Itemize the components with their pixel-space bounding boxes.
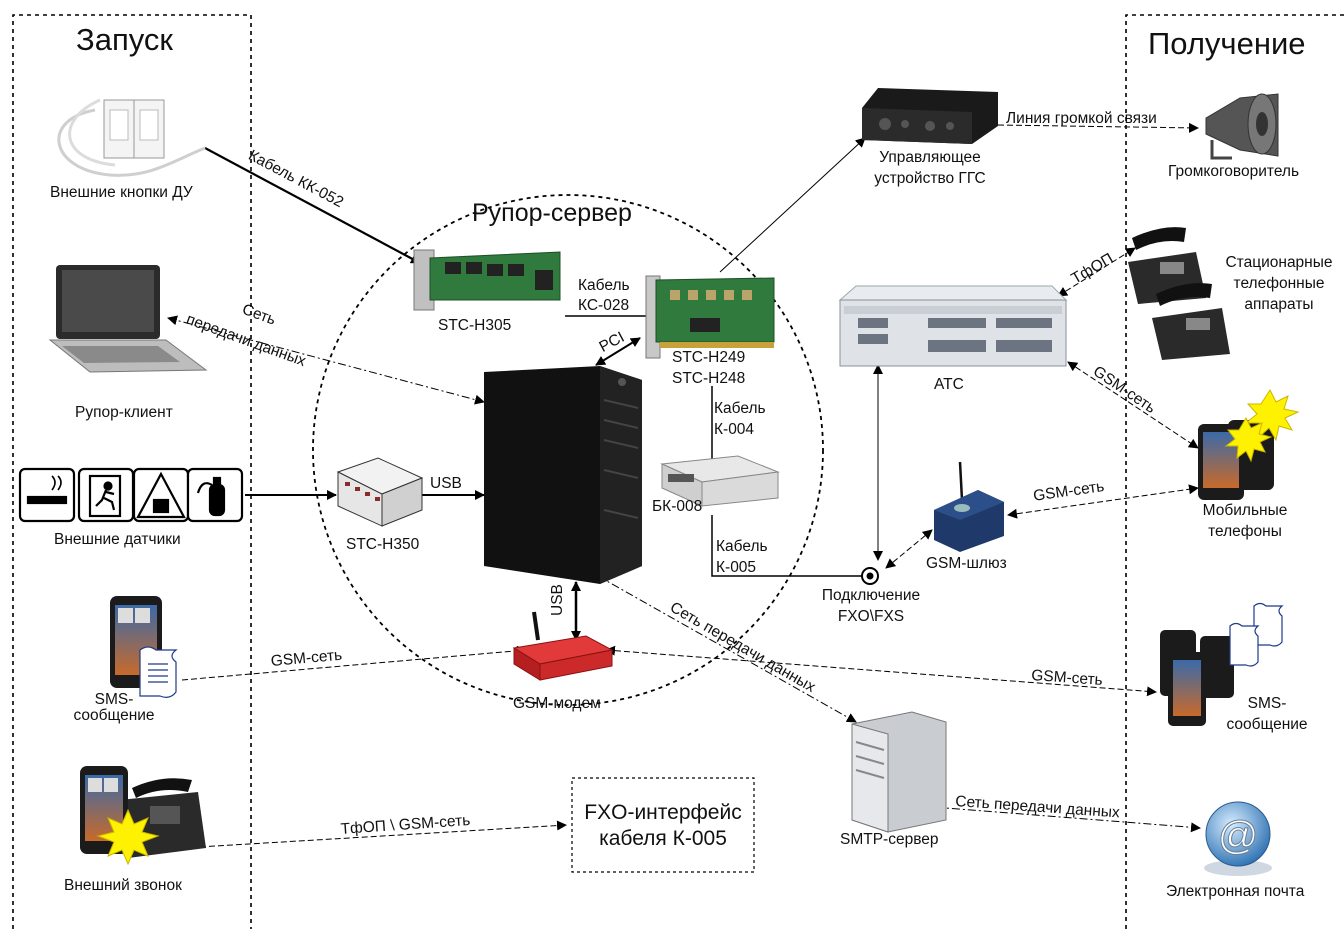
kc028-label-line2: КС-028 bbox=[578, 297, 630, 314]
mobile-label-line1: Мобильные bbox=[1202, 502, 1288, 519]
gsm-modem-icon bbox=[512, 611, 614, 681]
stationary-label-line1: Стационарные bbox=[1225, 254, 1333, 271]
gsm-gateway-label: GSM-шлюз bbox=[926, 555, 1007, 572]
remote-buttons-label: Внешние кнопки ДУ bbox=[50, 184, 193, 201]
desk-phone-icon bbox=[1152, 283, 1230, 360]
rupor-client-label: Рупор-клиент bbox=[75, 404, 173, 421]
burst-icon bbox=[1244, 388, 1300, 442]
email-line bbox=[919, 805, 1201, 833]
pbx-icon bbox=[838, 285, 1068, 367]
email-label: Электронная почта bbox=[1166, 883, 1305, 900]
fxo-connector-icon bbox=[861, 567, 879, 585]
fxo-interface-label-line2: кабеля К-005 bbox=[599, 827, 727, 850]
sms-scroll-icon bbox=[139, 646, 178, 698]
receive-section-title: Получение bbox=[1148, 26, 1306, 61]
loudspeaker-label: Громкоговоритель bbox=[1168, 163, 1300, 180]
gateway-fxo-line bbox=[885, 529, 933, 569]
server-tower-icon bbox=[484, 366, 642, 584]
kk052-cable-line bbox=[204, 147, 421, 264]
connection-lines bbox=[167, 122, 1201, 849]
horn-speaker-icon bbox=[1205, 93, 1279, 160]
k004-label-line1: Кабель bbox=[714, 400, 766, 417]
sms-right-label-line1: SMS- bbox=[1247, 695, 1287, 712]
smtp-line bbox=[597, 575, 857, 723]
smoking-sign-icon bbox=[18, 467, 76, 523]
amplifier-icon bbox=[862, 88, 998, 144]
burst-icon bbox=[1224, 416, 1273, 463]
kc028-label-line1: Кабель bbox=[578, 277, 630, 294]
client-network-line bbox=[167, 315, 485, 405]
sms-left-line bbox=[181, 645, 527, 681]
ggs-control-line bbox=[719, 137, 866, 273]
pbx-label: АТС bbox=[934, 376, 964, 393]
smtp-server-label: SMTP-сервер bbox=[840, 831, 939, 848]
external-call-label: Внешний звонок bbox=[64, 877, 182, 894]
loud-line bbox=[997, 122, 1199, 133]
sms-right-label-line2: сообщение bbox=[1226, 716, 1308, 733]
sms-scroll-icon bbox=[1229, 602, 1284, 667]
mobile-label-line2: телефоны bbox=[1208, 523, 1282, 540]
ggs-control-label-line2: устройство ГГС bbox=[874, 170, 986, 187]
loud-line-label: Линия громкой связи bbox=[1006, 110, 1157, 127]
fxo-connection-label-line2: FXO\FXS bbox=[837, 608, 905, 625]
k004-label-line2: К-004 bbox=[714, 421, 755, 438]
sms-right-line bbox=[605, 645, 1157, 697]
buttons-icon bbox=[57, 98, 206, 177]
launch-section-title: Запуск bbox=[76, 22, 173, 57]
pci-line bbox=[595, 337, 641, 366]
svg-text:@: @ bbox=[1218, 814, 1259, 858]
pci-card-icon bbox=[413, 249, 561, 311]
hazard-sign-icon bbox=[132, 467, 190, 523]
k005-label-line2: К-005 bbox=[716, 559, 757, 576]
fxo-interface-label-line1: FXO-интерфейс bbox=[584, 801, 742, 824]
email-globe-icon: @ bbox=[1204, 801, 1272, 876]
server-circle bbox=[312, 194, 824, 706]
external-sensors-label: Внешние датчики bbox=[54, 531, 181, 548]
ggs-control-label-line1: Управляющее bbox=[879, 149, 981, 166]
mobile-phone-icon bbox=[1160, 630, 1234, 726]
tfop-gsm-line bbox=[181, 820, 567, 849]
breakout-box-icon bbox=[660, 455, 780, 507]
section-borders bbox=[12, 14, 1344, 929]
stc-h249-label: STC-H249 bbox=[672, 349, 746, 366]
burst-icon bbox=[96, 808, 160, 866]
pci-card-icon bbox=[645, 275, 775, 359]
stc-h248-label: STC-H248 bbox=[672, 370, 746, 387]
stc-h305-label: STC-H305 bbox=[438, 317, 512, 334]
usb-box-icon bbox=[336, 457, 424, 527]
fxo-interface-box bbox=[571, 777, 755, 873]
fxo-connection-label-line1: Подключение bbox=[821, 587, 921, 604]
extinguisher-sign-icon bbox=[186, 467, 244, 523]
gsm-modem-label: GSM-модем bbox=[513, 695, 601, 712]
gateway-mobile-line bbox=[1007, 484, 1199, 519]
stationary-label-line2: телефонные bbox=[1233, 275, 1325, 292]
k005-line bbox=[711, 515, 862, 577]
usb-h350-label: USB bbox=[430, 475, 462, 492]
usb-modem-label: USB bbox=[549, 584, 566, 616]
sensor-signs bbox=[18, 467, 244, 523]
server-section-title: Рупор-сервер bbox=[472, 199, 632, 227]
bk-008-label: БК-008 bbox=[652, 498, 703, 515]
laptop-icon bbox=[48, 265, 208, 373]
smtp-server-icon bbox=[851, 711, 947, 833]
tfop-line bbox=[1057, 247, 1136, 297]
stationary-label-line3: аппараты bbox=[1244, 296, 1314, 313]
sms-left-label-line2: сообщение bbox=[73, 707, 155, 724]
stc-h350-label: STC-H350 bbox=[346, 536, 420, 553]
k005-label-line1: Кабель bbox=[716, 538, 768, 555]
pbx-mobile-line bbox=[1067, 361, 1199, 449]
exit-sign-icon bbox=[77, 467, 135, 523]
gsm-gateway-icon bbox=[934, 461, 1004, 552]
sms-left-label-line1: SMS- bbox=[94, 691, 134, 708]
